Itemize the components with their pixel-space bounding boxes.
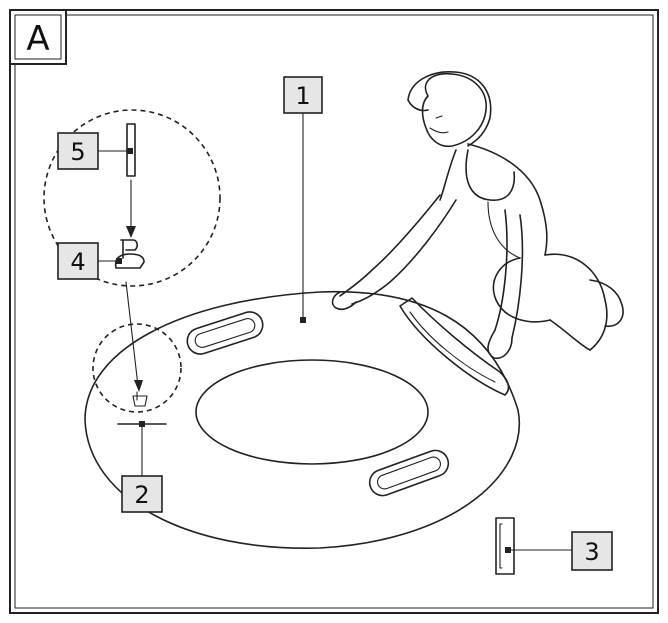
- panel-letter: A: [26, 19, 49, 59]
- callout-2: 2: [122, 427, 162, 512]
- ring-handle-side: [400, 298, 509, 395]
- diagram-inner-frame: [15, 15, 653, 608]
- callout-4-label: 4: [70, 248, 85, 276]
- panel-label: A: [10, 10, 66, 64]
- person-illustration: [333, 72, 624, 358]
- callout-1-label: 1: [295, 82, 310, 110]
- valve-small-illustration: [133, 392, 147, 406]
- callout-3: 3: [505, 532, 612, 570]
- diagram-frame: [10, 10, 658, 613]
- ring-handle-left: [184, 309, 266, 358]
- callout-5: 5: [58, 133, 133, 169]
- callout-3-label: 3: [584, 538, 599, 566]
- callout-1: 1: [284, 77, 322, 323]
- arrow-4-to-valve: [126, 282, 138, 386]
- valve-base-illustration: [118, 421, 166, 427]
- callout-4: 4: [58, 243, 122, 279]
- callout-5-label: 5: [70, 138, 85, 166]
- repair-patch-illustration: [496, 518, 514, 574]
- callout-2-label: 2: [134, 481, 149, 509]
